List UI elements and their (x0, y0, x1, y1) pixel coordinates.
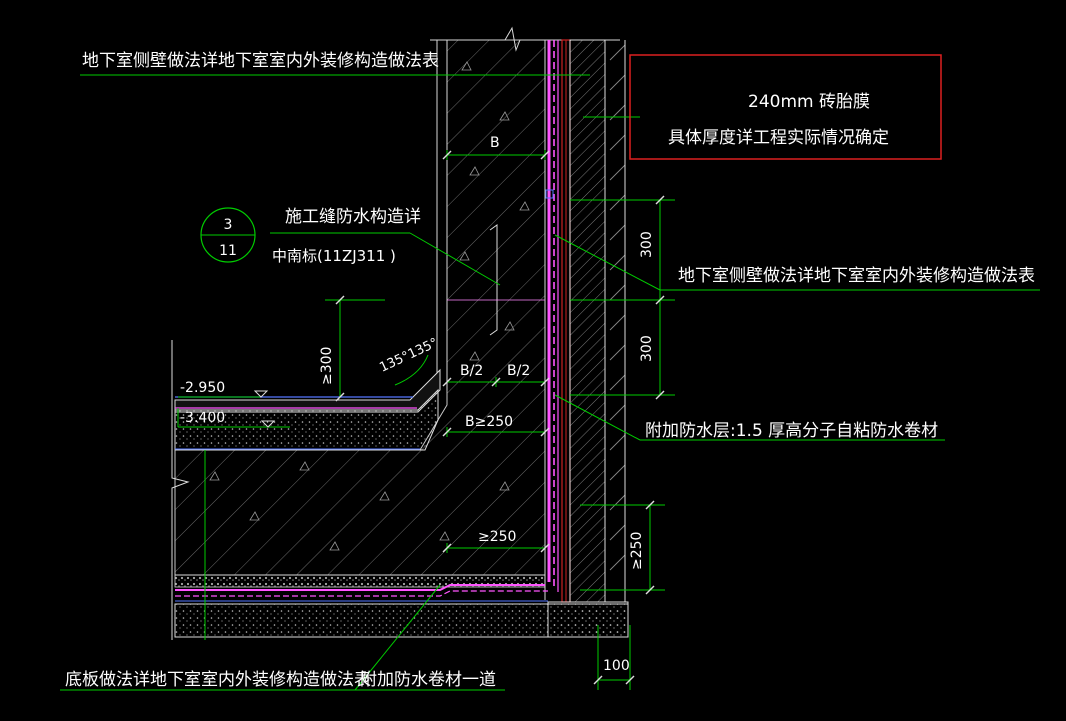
dim-100: 100 (603, 658, 630, 674)
extra-membrane-note: 附加防水卷材一道 (360, 670, 496, 690)
leader-lines (60, 74, 1040, 691)
concrete-structure (174, 39, 546, 576)
floor-note: 底板做法详地下室室内外装修构造做法表 (65, 670, 371, 690)
dim-300-left: ≥300 (319, 347, 335, 385)
dim-b-half-left: B/2 (460, 363, 483, 379)
waterstop-plate (447, 224, 545, 336)
dimension-ticks (335, 150, 665, 685)
dim-b-half-right: B/2 (507, 363, 530, 379)
dim-b-min: B≥250 (465, 414, 513, 430)
dim-250-bottom: ≥250 (478, 529, 516, 545)
wall-membrane (545, 40, 559, 592)
wall-note-right: 地下室侧壁做法详地下室室内外装修构造做法表 (678, 266, 1035, 286)
detail-ref-number: 3 (224, 217, 233, 233)
angle-label: 135°135° (377, 336, 440, 376)
dim-300-lower: 300 (639, 335, 655, 362)
dim-300-upper: 300 (639, 231, 655, 258)
elevation-1: -2.950 (180, 380, 225, 396)
elevation-2: -3.400 (180, 410, 225, 426)
box-line-2: 具体厚度详工程实际情况确定 (668, 128, 889, 148)
detail-ref-sheet: 11 (219, 243, 237, 259)
note-box (629, 54, 942, 160)
dim-b: B (490, 135, 500, 151)
joint-ref: 中南标(11ZJ311 ) (272, 247, 396, 265)
floor-layers (171, 340, 629, 640)
elevation-markers (253, 390, 276, 428)
wall-outline (430, 26, 620, 600)
joint-note: 施工缝防水构造详 (285, 207, 421, 227)
brick-mould-wall (547, 39, 629, 638)
dim-250-right: ≥250 (629, 532, 645, 570)
membrane-label: 附加防水层:1.5 厚高分子自粘防水卷材 (645, 421, 938, 441)
box-line-1: 240mm 砖胎膜 (748, 92, 870, 112)
wall-note-top: 地下室侧壁做法详地下室室内外装修构造做法表 (82, 51, 439, 71)
detail-reference-symbol (200, 207, 256, 263)
